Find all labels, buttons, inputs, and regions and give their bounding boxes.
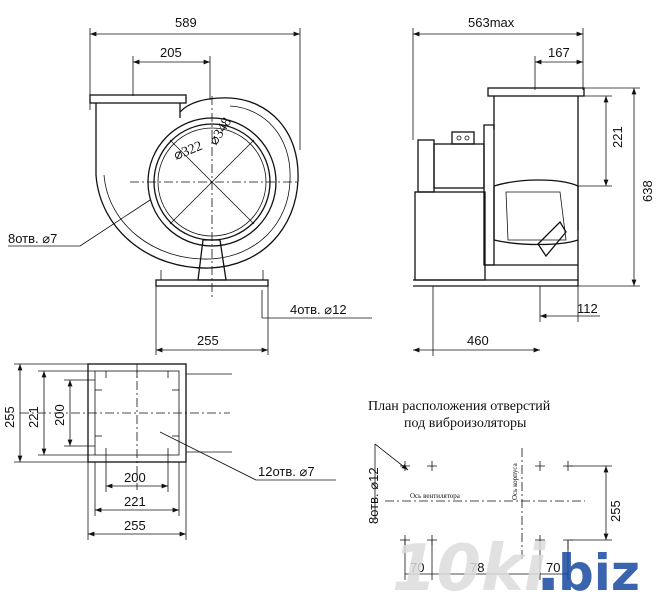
mounting-plan: План расположения отверстий под виброизо…	[366, 399, 623, 580]
dim-255-base: 255	[197, 333, 219, 348]
watermark-dot: .	[536, 532, 560, 600]
dim-167: 167	[548, 45, 570, 60]
dim-221-side: 221	[610, 126, 625, 148]
plan-dim-70-right: 70	[546, 560, 560, 575]
dim-638: 638	[640, 180, 655, 202]
plan-dim-78: 78	[470, 560, 484, 575]
body-axis-label: Ось корпуса	[511, 462, 519, 500]
holes-base-label: 4отв. ⌀12	[290, 302, 347, 317]
dim-255-h: 255	[124, 518, 146, 533]
outlet-view: 255 221 200 200 221 255 12отв. ⌀7	[2, 363, 336, 540]
side-view: 563max 167 221 638	[412, 15, 655, 356]
dim-255-v: 255	[2, 406, 17, 428]
dim-112: 112	[577, 301, 598, 316]
dim-221-h: 221	[124, 494, 146, 509]
plan-holes-label: 8отв. ⌀12	[366, 467, 381, 524]
watermark-logo: 10ki . biz	[392, 532, 640, 600]
front-view: 589 205 ⌀322 ⌀348 8отв. ⌀7	[8, 15, 372, 355]
dim-460: 460	[467, 333, 489, 348]
dim-d322: ⌀322	[172, 139, 205, 164]
dim-200-h: 200	[124, 470, 146, 485]
plan-title-1: План расположения отверстий	[368, 399, 551, 414]
holes-outlet-label: 12отв. ⌀7	[258, 464, 315, 479]
watermark-tld: biz	[558, 544, 640, 600]
dim-200-v: 200	[52, 404, 67, 426]
fan-axis-label: Ось вентилятора	[410, 492, 461, 500]
dim-221-v: 221	[26, 406, 41, 428]
plan-title-2: под виброизоляторы	[404, 416, 527, 431]
plan-dim-70-left: 70	[410, 560, 424, 575]
plan-dim-255: 255	[608, 500, 623, 522]
holes-flange-label: 8отв. ⌀7	[8, 231, 57, 246]
dim-563max: 563max	[468, 15, 515, 30]
watermark-main: 10ki	[392, 532, 547, 600]
dim-205: 205	[160, 45, 182, 60]
dim-589: 589	[175, 15, 197, 30]
